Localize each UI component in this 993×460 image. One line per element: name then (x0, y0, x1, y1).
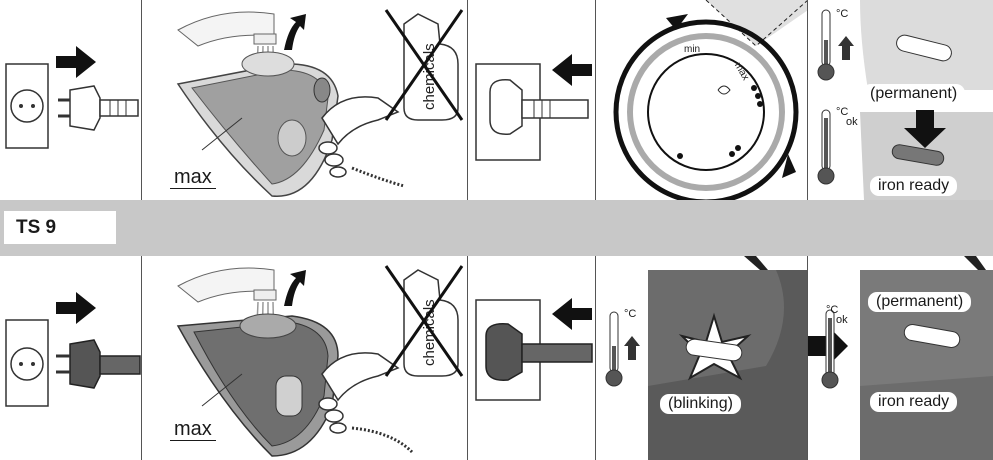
hand-icon (318, 96, 400, 178)
panel-unplug (0, 0, 142, 200)
wall-socket-icon (5, 319, 49, 407)
panel-temperature-dial: min max (596, 0, 808, 200)
ok-label: ok (836, 314, 848, 326)
rotate-arrow-icon (782, 154, 796, 178)
temp-unit-label: °C (836, 8, 849, 20)
dial-illustration (613, 0, 807, 200)
heating-illustration (605, 256, 807, 460)
steam-icon (717, 85, 731, 95)
thermometer-icon (817, 109, 835, 185)
iron-icon (176, 51, 339, 197)
arrow-right-icon (56, 292, 96, 324)
plug-in-illustration (475, 298, 593, 401)
plug-icon (58, 85, 139, 131)
curved-arrow-icon (284, 270, 306, 306)
ready-illustration (808, 256, 993, 460)
plug-icon (489, 79, 523, 135)
plug-icon (485, 323, 523, 381)
step-row-2: chemicals max (0, 256, 993, 460)
chemicals-bottle-icon: chemicals (384, 9, 464, 121)
svg-text:chemicals: chemicals (421, 299, 438, 366)
model-label: TS 9 (16, 217, 57, 238)
max-fill-label: max (170, 418, 216, 441)
temp-unit-label: °C (624, 308, 637, 320)
permanent-label: (permanent) (868, 292, 972, 312)
cord (351, 426, 414, 454)
temp-unit-label: °C (826, 304, 839, 316)
dial-min-label: min (684, 44, 701, 55)
ok-label: ok (846, 116, 858, 128)
chemicals-bottle-icon: chemicals (384, 265, 464, 377)
curved-arrow-icon (284, 14, 306, 50)
temp-unit-label: °C (836, 106, 849, 118)
arrow-up-icon (838, 36, 854, 60)
svg-text:chemicals: chemicals (421, 43, 438, 110)
rotate-arrow-icon (666, 14, 688, 30)
plug-icon (56, 339, 141, 389)
permanent-label: (permanent) (862, 84, 966, 104)
thermometer-icon (605, 311, 623, 387)
indicator-light (903, 324, 961, 348)
thermometer-icon (821, 309, 839, 389)
unplug-illustration (5, 292, 141, 407)
panel-unplug (0, 256, 142, 460)
wall-socket-icon (5, 63, 49, 149)
unplug-illustration (5, 46, 139, 149)
hand-icon (318, 352, 400, 434)
thermometer-icon (817, 9, 835, 81)
panel-plug-in (468, 0, 596, 200)
arrow-up-icon (624, 336, 640, 360)
arrow-down-icon (904, 110, 946, 148)
arrow-right-icon (56, 46, 96, 78)
fill-water-illustration: chemicals (176, 9, 464, 197)
blinking-label: (blinking) (660, 394, 741, 414)
panel-plug-in (468, 256, 596, 460)
arrow-left-icon (552, 54, 592, 86)
panel-iron-ready: °C ok (permanent) iron ready (808, 256, 993, 460)
iron-icon (176, 313, 339, 457)
step-row-1: chemicals max (0, 0, 993, 200)
panel-heat-indicator: °C °C ok (permanent) iron ready (808, 0, 993, 200)
cord (351, 166, 405, 188)
plug-in-illustration (475, 54, 592, 161)
indicator-light (896, 34, 952, 62)
rotation-arrow-ring (613, 19, 799, 200)
panel-fill-water: chemicals max (142, 0, 468, 200)
fill-water-illustration: chemicals (176, 265, 464, 457)
indicator-light-ready (891, 144, 945, 166)
panel-fill-water: chemicals max (142, 256, 468, 460)
iron-ready-label: iron ready (870, 176, 958, 196)
arrow-left-icon (552, 298, 592, 330)
panel-heating: °C (blinking) (596, 256, 808, 460)
iron-ready-label: iron ready (870, 392, 958, 412)
max-fill-label: max (170, 166, 216, 189)
indicator-light (685, 338, 743, 362)
model-label-box: TS 9 (4, 211, 116, 244)
